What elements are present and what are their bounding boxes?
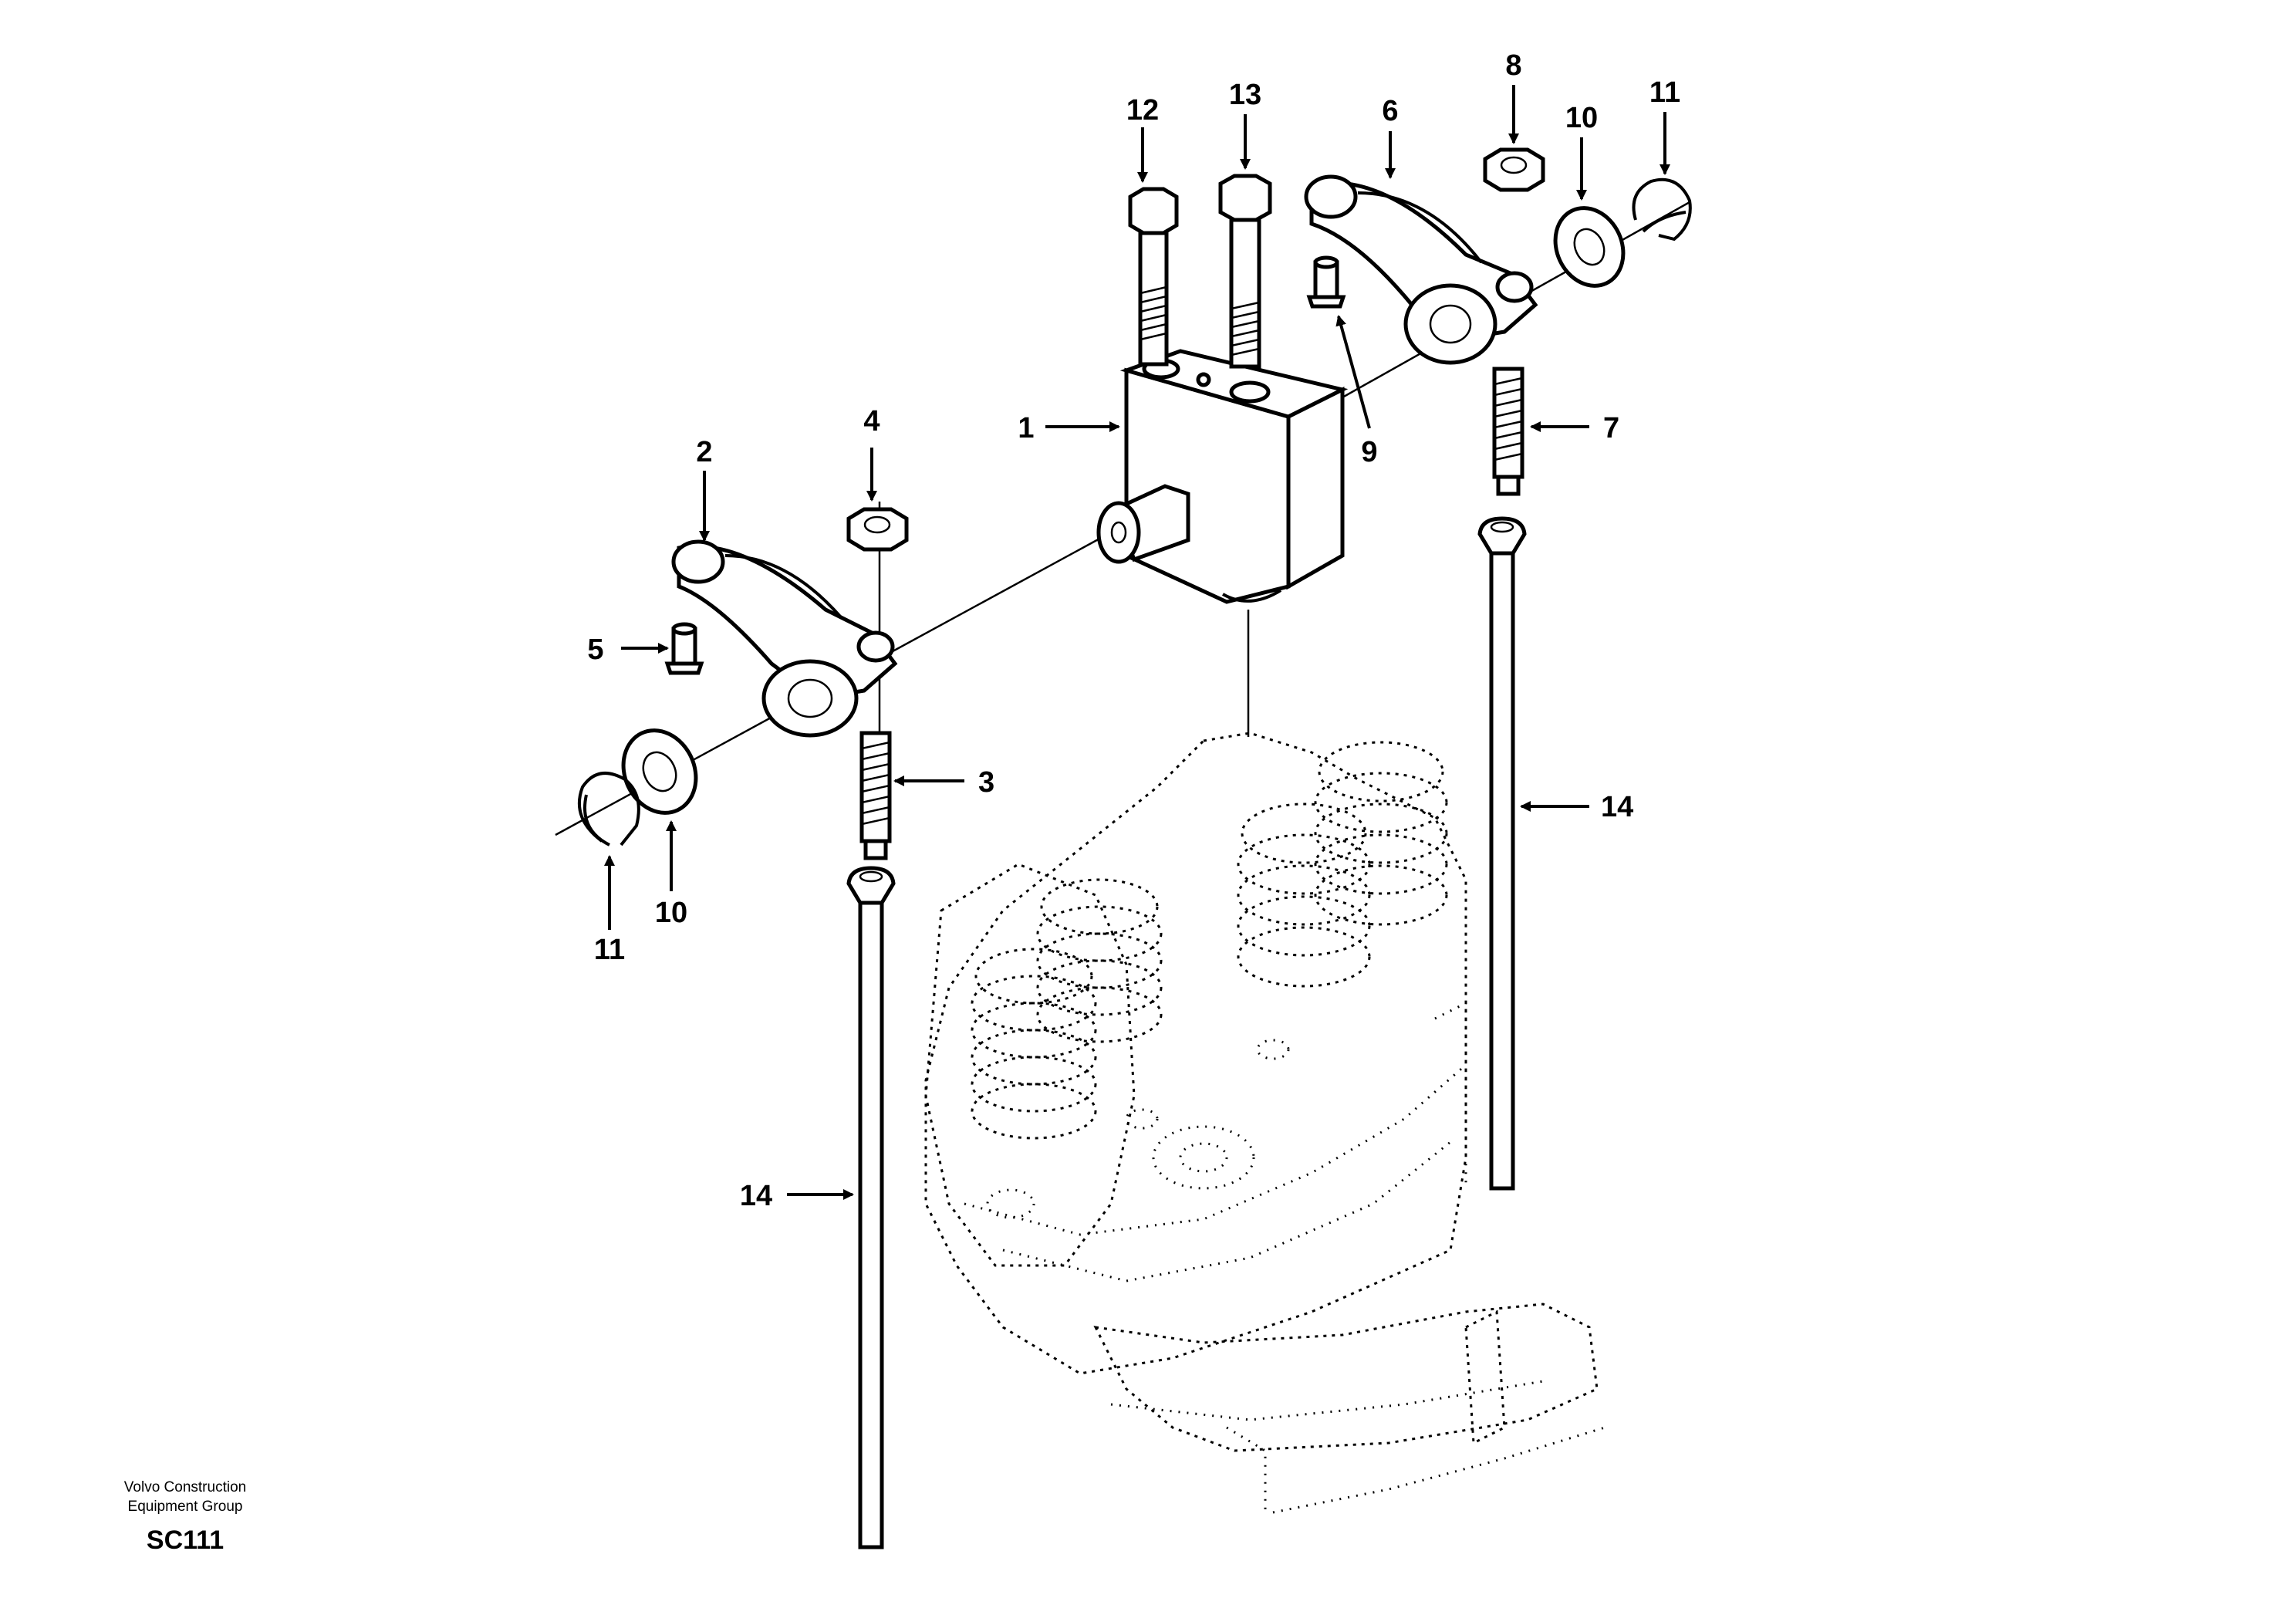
circlip-right [1632, 177, 1692, 242]
cylinder-head [924, 732, 1606, 1514]
callout-2: 2 [696, 436, 712, 468]
callout-8: 8 [1505, 49, 1521, 82]
callout-12: 12 [1126, 94, 1159, 127]
callout-9: 9 [1361, 436, 1377, 468]
diagram-code: SC111 [146, 1526, 225, 1555]
callout-10-right: 10 [1565, 102, 1598, 134]
circlip-left [577, 772, 640, 846]
rocker-arm-left [671, 539, 898, 738]
callout-labels: 1 2 3 4 5 6 7 8 9 10 10 11 11 12 13 14 1… [587, 49, 1680, 1212]
callout-4: 4 [863, 405, 880, 438]
washer-left [621, 728, 698, 815]
callout-1: 1 [1018, 412, 1034, 444]
callout-leaders [604, 85, 1670, 1200]
callout-14-right: 14 [1601, 791, 1633, 823]
push-rod-left [846, 866, 896, 1549]
callout-6: 6 [1382, 95, 1398, 127]
sleeve-5 [664, 622, 704, 675]
callout-13: 13 [1229, 79, 1261, 111]
callout-14-left: 14 [740, 1180, 772, 1212]
adjusting-screw-left [859, 731, 892, 860]
callout-11-right: 11 [1649, 76, 1680, 109]
rocker-arm-right [1304, 174, 1538, 365]
nut-4 [846, 507, 909, 552]
rocker-bracket [1096, 349, 1349, 604]
nut-8 [1483, 147, 1545, 192]
publisher-credit: Volvo Construction Equipment Group SC111 [77, 1478, 293, 1556]
callout-11-left: 11 [594, 934, 625, 966]
credit-line-1: Volvo Construction [123, 1479, 247, 1495]
credit-line-2: Equipment Group [127, 1499, 243, 1515]
bolt-13 [1218, 174, 1272, 369]
callout-5: 5 [587, 634, 603, 666]
sleeve-9 [1306, 255, 1346, 309]
bolt-12 [1128, 187, 1179, 367]
callout-3: 3 [978, 766, 994, 799]
push-rod-right [1477, 516, 1527, 1191]
callout-10-left: 10 [655, 897, 687, 929]
adjusting-screw-right [1492, 367, 1524, 496]
washer-right [1553, 206, 1626, 288]
callout-7: 7 [1603, 412, 1619, 444]
